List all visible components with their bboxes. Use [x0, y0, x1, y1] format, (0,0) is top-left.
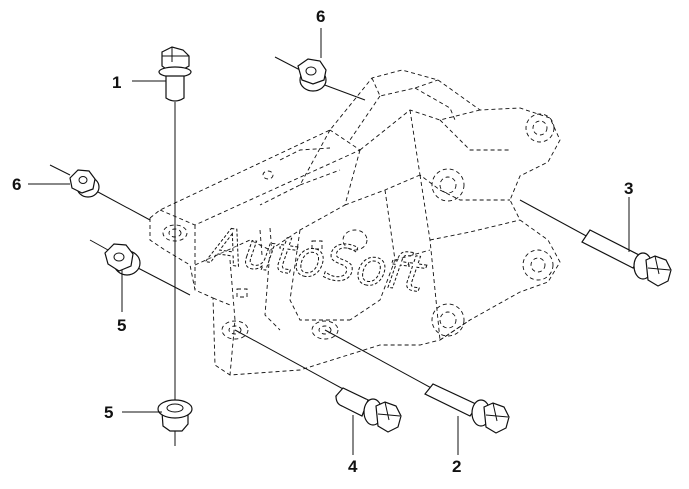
bolt-lower-middle	[335, 387, 402, 433]
callout-leaders	[28, 28, 630, 455]
bolt-side-right	[581, 229, 672, 287]
callout-6-left: 6	[12, 175, 21, 194]
flange-nut-top	[297, 58, 327, 92]
assembly-axis-lines	[49, 56, 591, 446]
callout-2: 2	[452, 457, 461, 476]
bolt-long-vertical	[158, 46, 192, 102]
bolt-lower-right	[424, 383, 510, 434]
flange-nut-bottom	[157, 399, 193, 432]
flange-nut-left	[104, 243, 141, 276]
callout-6-top: 6	[316, 7, 325, 26]
callout-5-bottom: 5	[104, 403, 113, 422]
callout-5-left: 5	[117, 316, 126, 335]
flange-nut-left-upper	[69, 169, 100, 198]
callout-4: 4	[348, 457, 358, 476]
callout-1: 1	[112, 73, 121, 92]
mounting-bracket	[149, 69, 561, 376]
callout-3: 3	[624, 179, 633, 198]
